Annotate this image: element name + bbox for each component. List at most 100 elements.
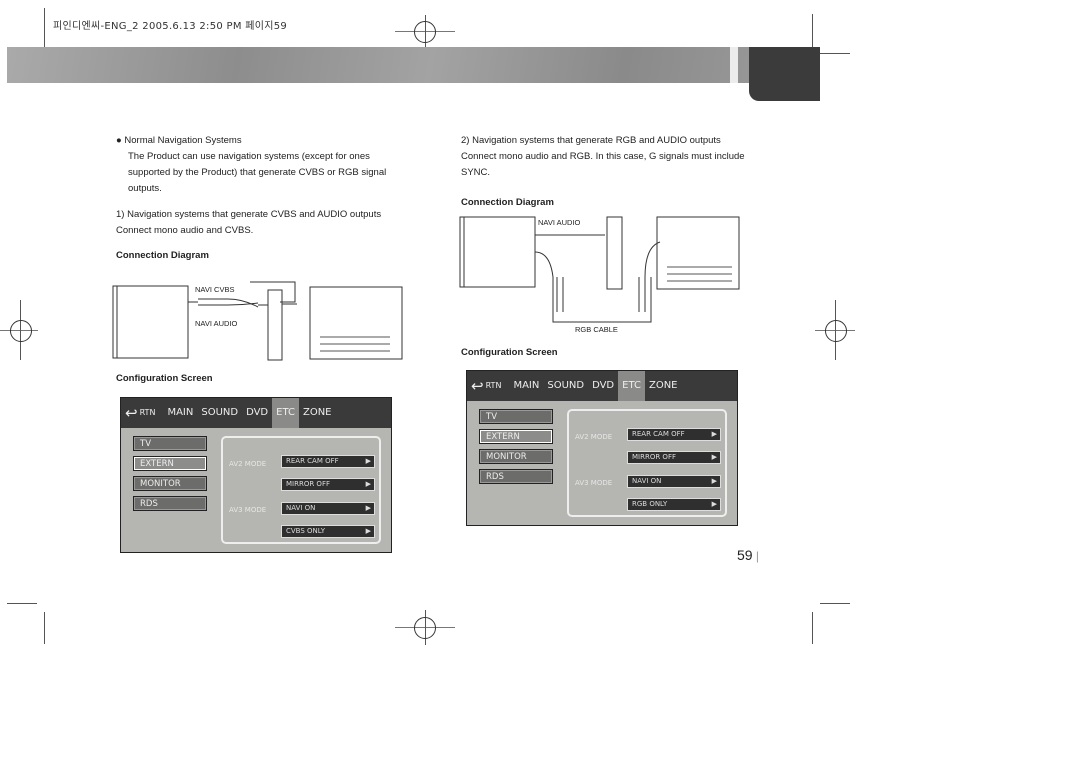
adapter-box <box>606 216 623 290</box>
play-arrow-icon: ▶ <box>711 500 717 508</box>
option-label: MIRROR OFF <box>632 453 676 461</box>
header-band <box>7 47 777 83</box>
crop-mark <box>44 612 45 644</box>
mode-label: AV2 MODE <box>575 433 613 441</box>
mode-label: AV2 MODE <box>229 460 267 468</box>
side-button-extern[interactable]: EXTERN <box>479 429 553 444</box>
option-label: NAVI ON <box>286 504 316 512</box>
play-arrow-icon: ▶ <box>711 453 717 461</box>
side-button-monitor[interactable]: MONITOR <box>133 476 207 491</box>
side-button-tv[interactable]: TV <box>479 409 553 424</box>
label-rgb-cable: RGB CABLE <box>575 325 618 334</box>
registration-mark <box>414 21 436 43</box>
return-label: RTN <box>485 381 502 390</box>
crop-mark <box>812 612 813 644</box>
return-arrow-icon: ↩ <box>471 377 484 395</box>
return-arrow-icon: ↩ <box>125 404 138 422</box>
option-button[interactable]: REAR CAM OFF ▶ <box>627 428 721 441</box>
cable <box>188 298 268 308</box>
option-button[interactable]: CVBS ONLY▶ <box>281 525 375 538</box>
option-button[interactable]: NAVI ON ▶ <box>281 502 375 515</box>
section2-body: Connect mono audio and RGB. In this case… <box>461 149 745 181</box>
left-config-heading: Configuration Screen <box>116 373 213 384</box>
head-unit <box>309 286 403 360</box>
crop-mark <box>820 53 850 54</box>
tab-zone[interactable]: ZONE <box>302 407 332 418</box>
crop-mark <box>812 14 813 47</box>
tab-etc[interactable]: ETC <box>618 371 645 401</box>
settings-panel: REAR CAM OFF▶MIRROR OFF▶NAVI ON▶RGB ONLY… <box>567 409 727 517</box>
tab-main[interactable]: MAIN <box>167 407 194 418</box>
navigation-unit <box>459 216 536 288</box>
crop-mark <box>820 603 850 604</box>
adapter-box <box>267 289 283 361</box>
play-arrow-icon: ▶ <box>365 504 371 512</box>
return-button[interactable]: ↩RTN <box>467 371 509 401</box>
settings-panel: REAR CAM OFF ▶ MIRROR OFF ▶ NAVI ON ▶ CVBS ONL… <box>221 436 381 544</box>
option-label: REAR CAM OFF <box>286 457 339 465</box>
option-button[interactable]: MIRROR OFF ▶ <box>281 478 375 491</box>
return-label: RTN <box>139 408 156 417</box>
tab-dvd[interactable]: DVD <box>592 380 615 391</box>
crop-mark <box>44 8 45 48</box>
screen-side-menu: TV EXTERN MONITOR RDS <box>479 409 553 489</box>
bullet-title: Normal Navigation Systems <box>124 135 242 146</box>
option-button[interactable]: MIRROR OFF ▶ <box>627 451 721 464</box>
header-band-gap <box>730 47 738 83</box>
side-button-rds[interactable]: RDS <box>133 496 207 511</box>
option-label: CVBS ONLY <box>286 527 326 535</box>
bullet-body: The Product can use navigation systems (… <box>128 149 410 197</box>
label-navi-cvbs: NAVI CVBS <box>195 285 234 294</box>
page-number-text: 59 <box>737 547 753 563</box>
play-arrow-icon: ▶ <box>711 477 717 485</box>
bullet-body-line: The Product can use navigation systems (… <box>128 151 370 162</box>
right-config-heading: Configuration Screen <box>461 347 558 358</box>
rgb-connection-diagram: NAVI AUDIO RGB CABLE <box>459 216 740 334</box>
return-button[interactable]: ↩RTN <box>121 398 163 428</box>
option-label: MIRROR OFF <box>286 480 330 488</box>
label-navi-audio: NAVI AUDIO <box>195 319 238 328</box>
tab-sound[interactable]: SOUND <box>201 407 239 418</box>
crop-mark <box>7 603 37 604</box>
cvbs-connection-diagram: NAVI CVBS NAVI AUDIO <box>112 281 403 361</box>
mode-label: AV3 MODE <box>575 479 613 487</box>
right-diagram-heading: Connection Diagram <box>461 197 554 208</box>
navigation-unit <box>112 285 189 359</box>
play-arrow-icon: ▶ <box>365 457 371 465</box>
tab-sound[interactable]: SOUND <box>547 380 585 391</box>
registration-mark <box>414 617 436 639</box>
left-diagram-heading: Connection Diagram <box>116 250 209 261</box>
section1-title: 1) Navigation systems that generate CVBS… <box>116 209 382 220</box>
print-info: 피인디엔씨-ENG_2 2005.6.13 2:50 PM 페이지59 <box>53 21 288 32</box>
bullet-body-line: supported by the Product) that generate … <box>128 167 387 178</box>
tab-dvd[interactable]: DVD <box>246 407 269 418</box>
option-label: REAR CAM OFF <box>632 430 685 438</box>
side-button-rds[interactable]: RDS <box>479 469 553 484</box>
option-button[interactable]: REAR CAM OFF ▶ <box>281 455 375 468</box>
registration-mark <box>10 320 32 342</box>
option-label: RGB ONLY <box>632 500 668 508</box>
bullet-body-line: outputs. <box>128 183 162 194</box>
head-unit <box>656 216 740 290</box>
page-number: 59 | <box>737 547 760 563</box>
section2-body-line: Connect mono audio and RGB. In this case… <box>461 151 745 162</box>
rgb-cable <box>534 251 564 312</box>
cvbs-cable <box>250 281 296 303</box>
tab-main[interactable]: MAIN <box>513 380 540 391</box>
option-button[interactable]: RGB ONLY ▶ <box>627 498 721 511</box>
tab-zone[interactable]: ZONE <box>648 380 678 391</box>
screen-side-menu: TV EXTERN MONITOR RDS <box>133 436 207 516</box>
side-button-tv[interactable]: TV <box>133 436 207 451</box>
play-arrow-icon: ▶ <box>365 480 371 488</box>
tab-etc[interactable]: ETC <box>272 398 299 428</box>
section1-body: Connect mono audio and CVBS. <box>116 225 254 236</box>
section2-title: 2) Navigation systems that generate RGB … <box>461 135 721 146</box>
side-button-extern[interactable]: EXTERN <box>133 456 207 471</box>
section2-body-line: SYNC. <box>461 167 491 178</box>
play-arrow-icon: ▶ <box>711 430 717 438</box>
side-button-monitor[interactable]: MONITOR <box>479 449 553 464</box>
option-button[interactable]: NAVI ON▶ <box>627 475 721 488</box>
